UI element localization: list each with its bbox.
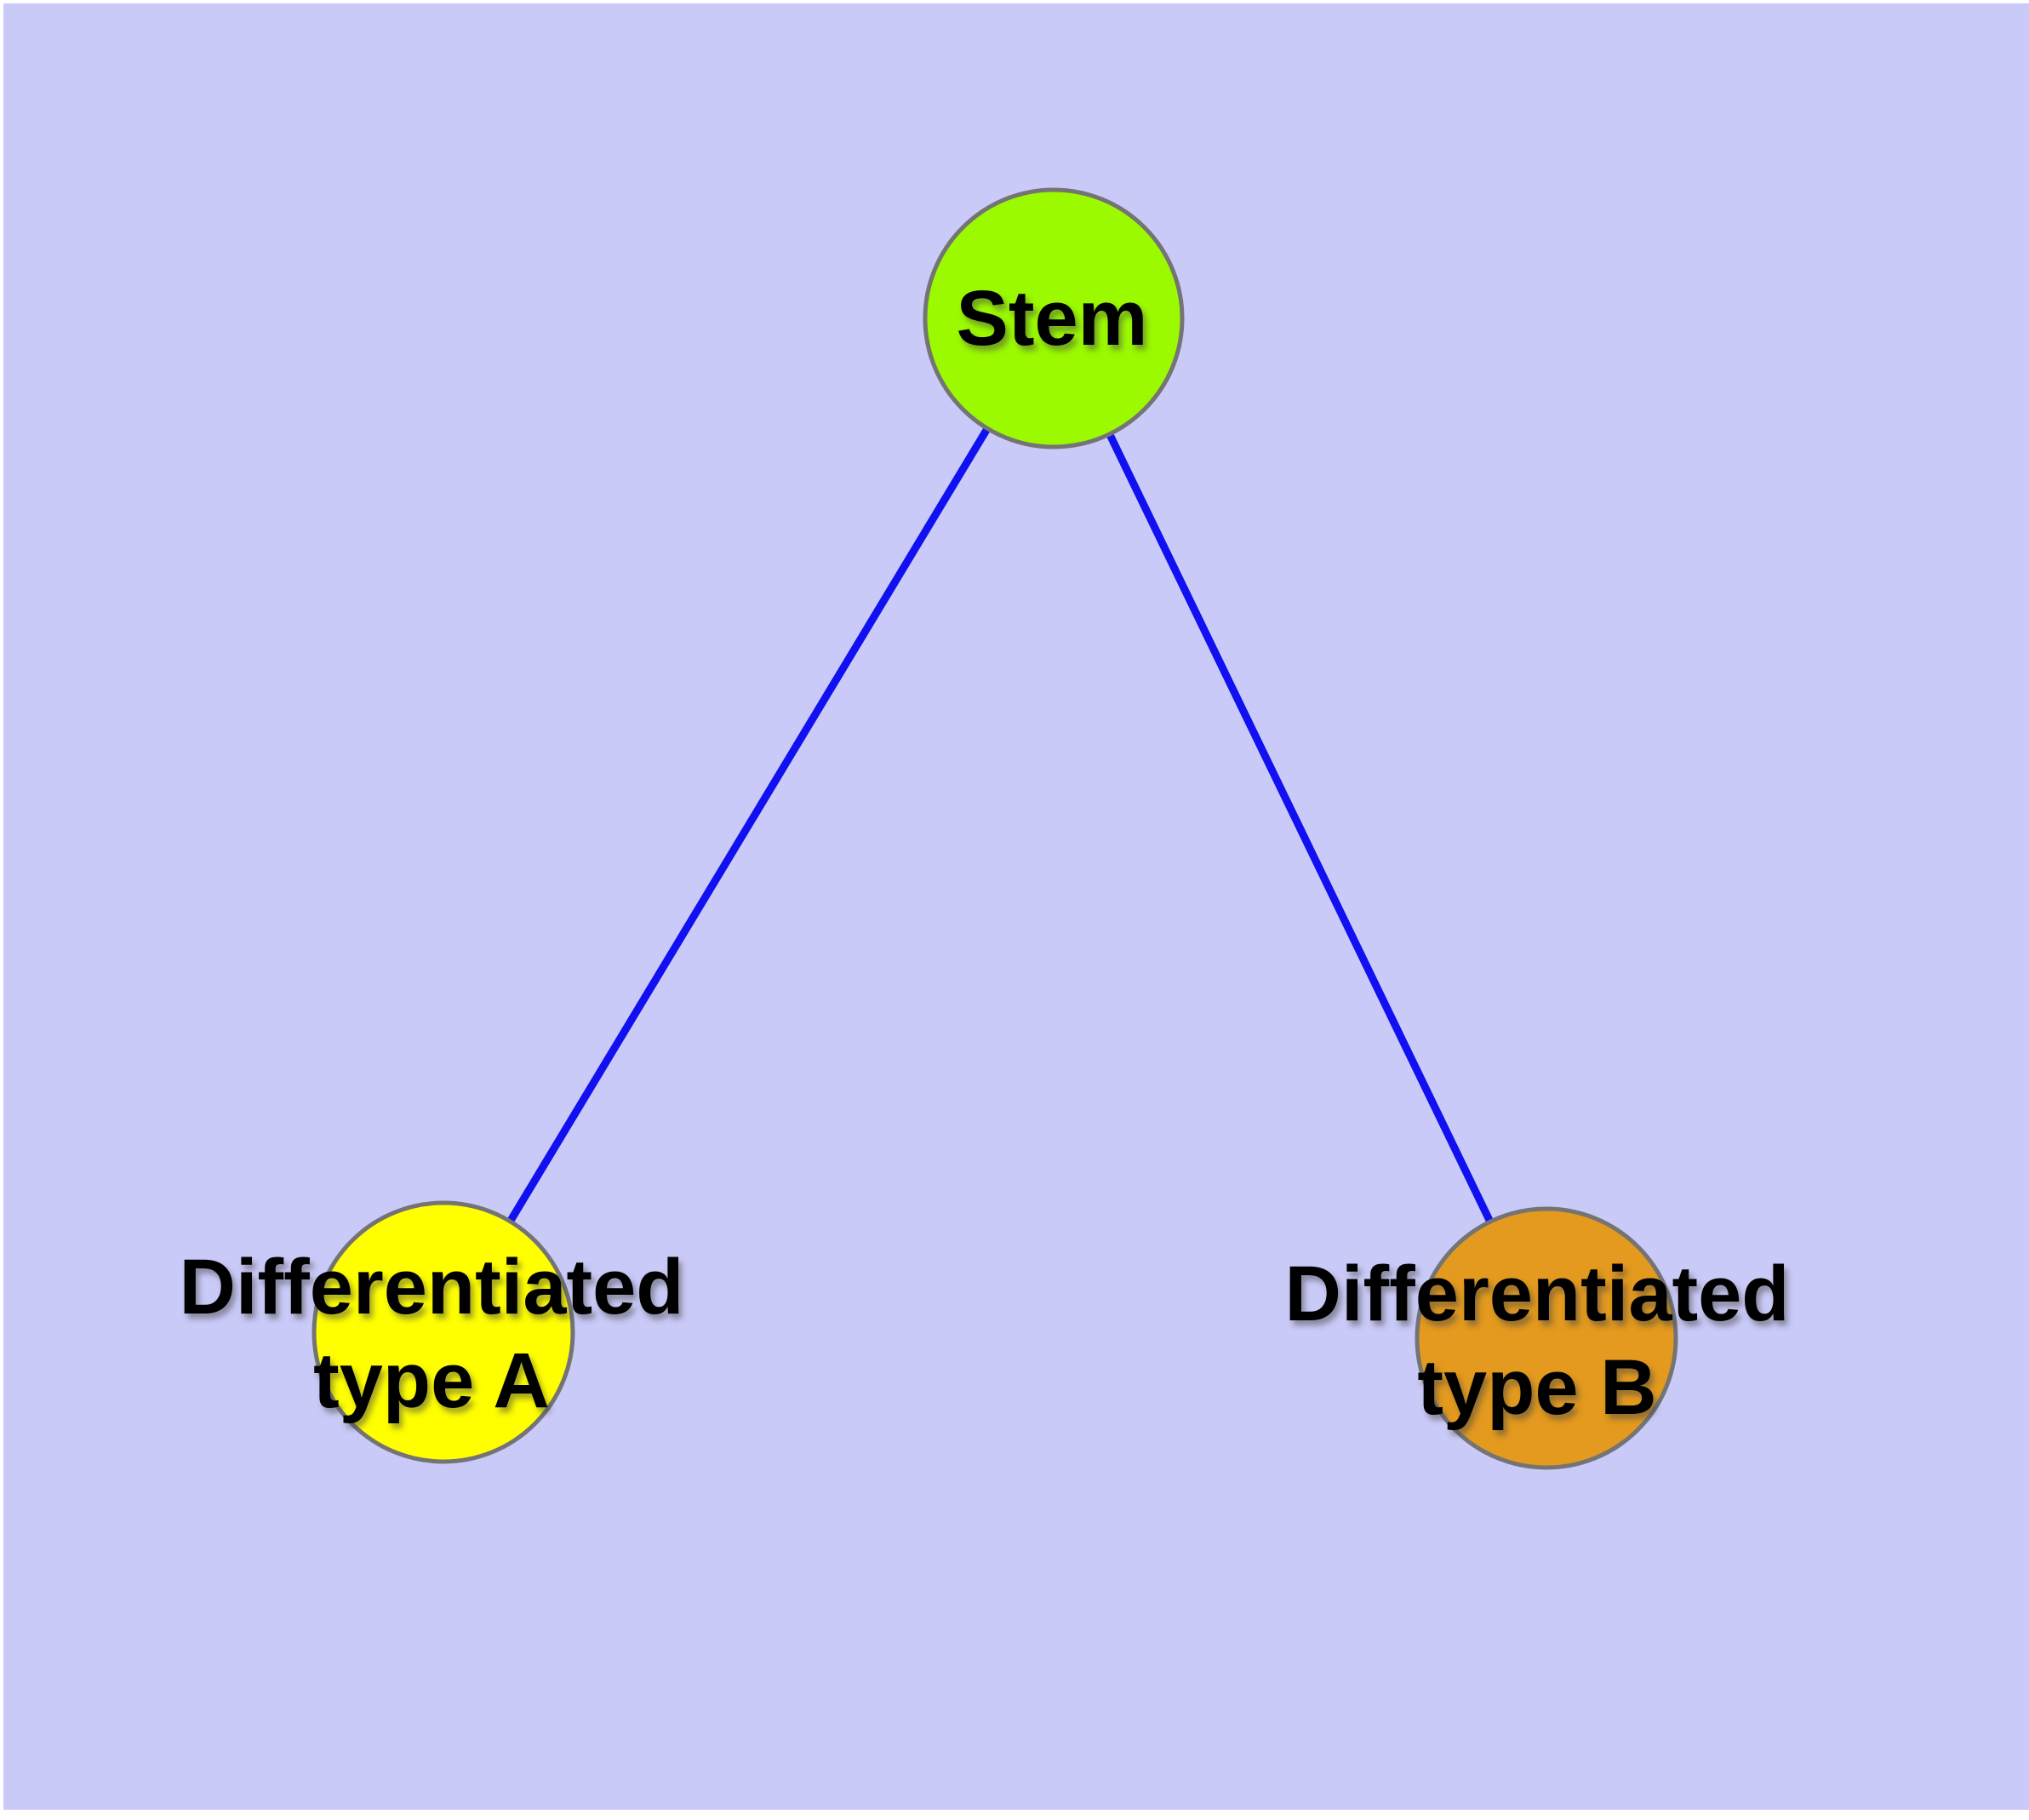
node-label-differentiated-type-b: Differentiated type B xyxy=(1284,1251,1790,1431)
node-label-differentiated-type-a: Differentiated type A xyxy=(179,1244,684,1424)
node-differentiated-type-a-circle xyxy=(311,1200,575,1464)
edge-stem-to-type-b xyxy=(1049,317,1551,1340)
node-differentiated-type-b-circle xyxy=(1415,1206,1678,1470)
node-stem-circle xyxy=(923,187,1185,449)
edge-stem-to-type-a xyxy=(440,316,1057,1335)
node-label-stem: Stem xyxy=(956,275,1148,362)
